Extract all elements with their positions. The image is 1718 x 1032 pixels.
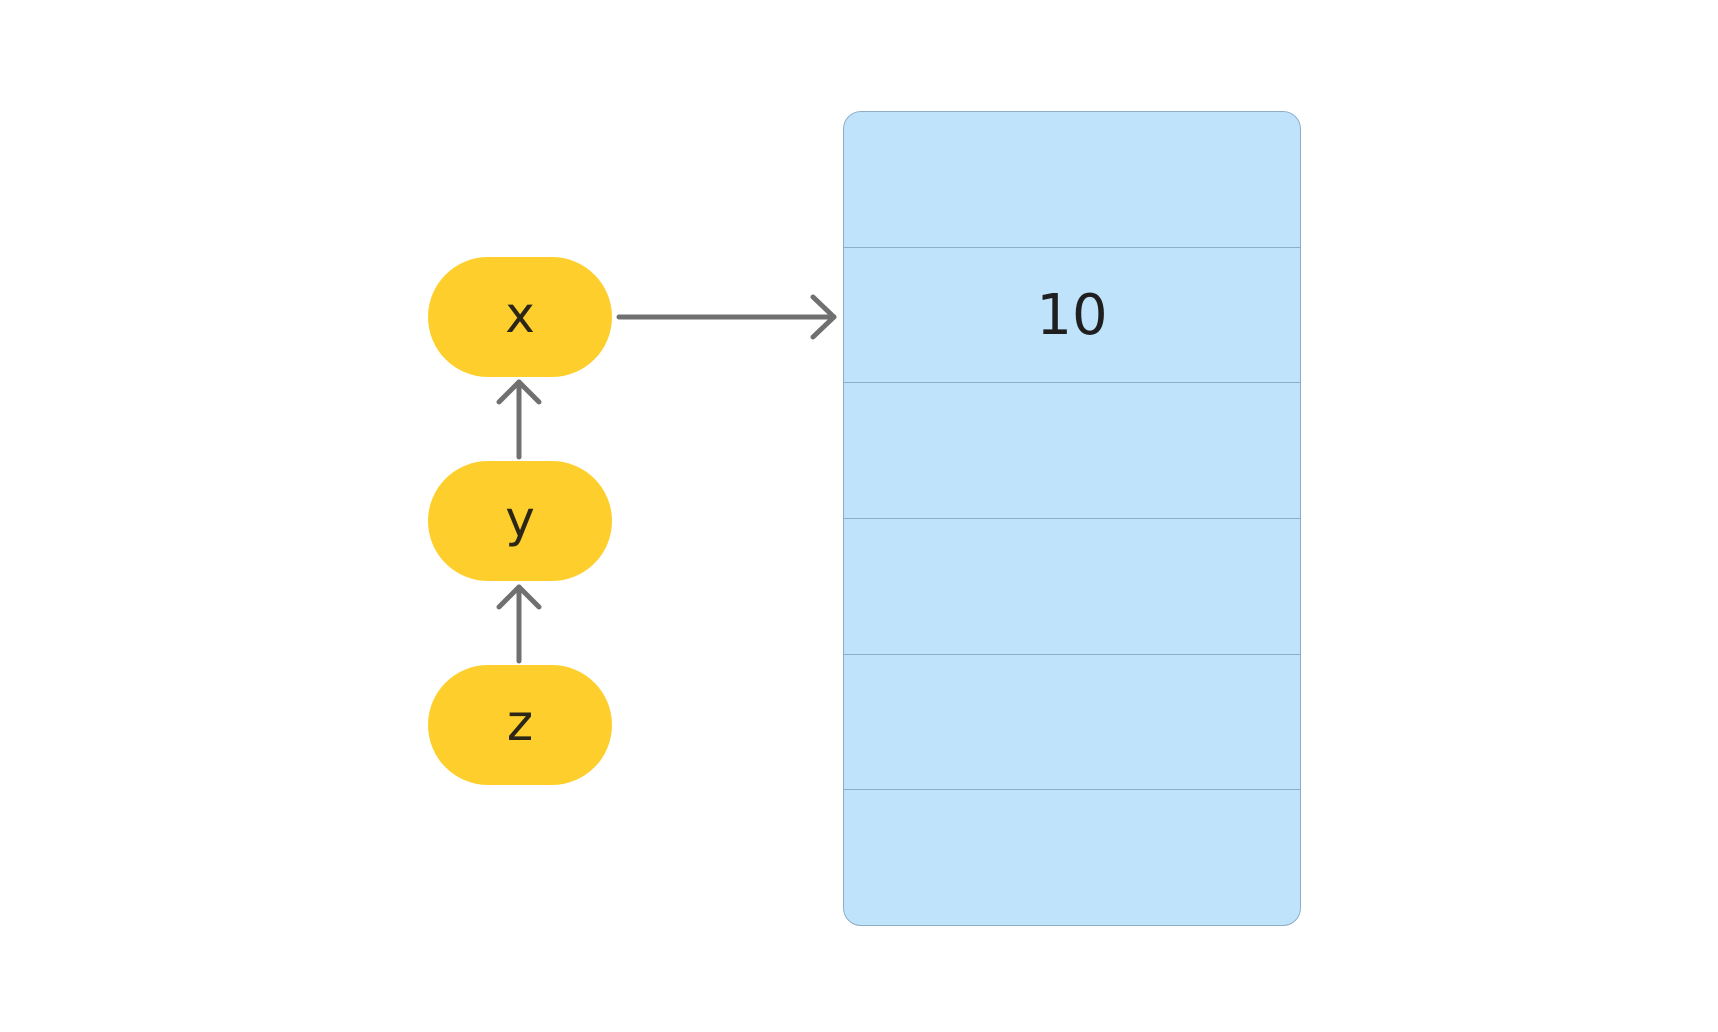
arrow-x-to-memory (616, 294, 837, 340)
arrow-y-to-x (496, 379, 542, 460)
variable-y: y (428, 461, 612, 581)
memory-cell (844, 789, 1300, 925)
memory-cell (844, 653, 1300, 790)
memory-cell (844, 112, 1300, 247)
memory-cell (844, 518, 1300, 654)
variable-z-label: z (506, 694, 534, 752)
memory-cell-value: 10 (844, 246, 1300, 383)
arrow-z-to-y (496, 584, 542, 664)
memory-cell (844, 382, 1300, 518)
memory-block: 10 (843, 111, 1301, 926)
variable-x-label: x (505, 286, 535, 344)
variable-z: z (428, 665, 612, 785)
variable-x: x (428, 257, 612, 377)
variable-y-label: y (505, 490, 535, 548)
